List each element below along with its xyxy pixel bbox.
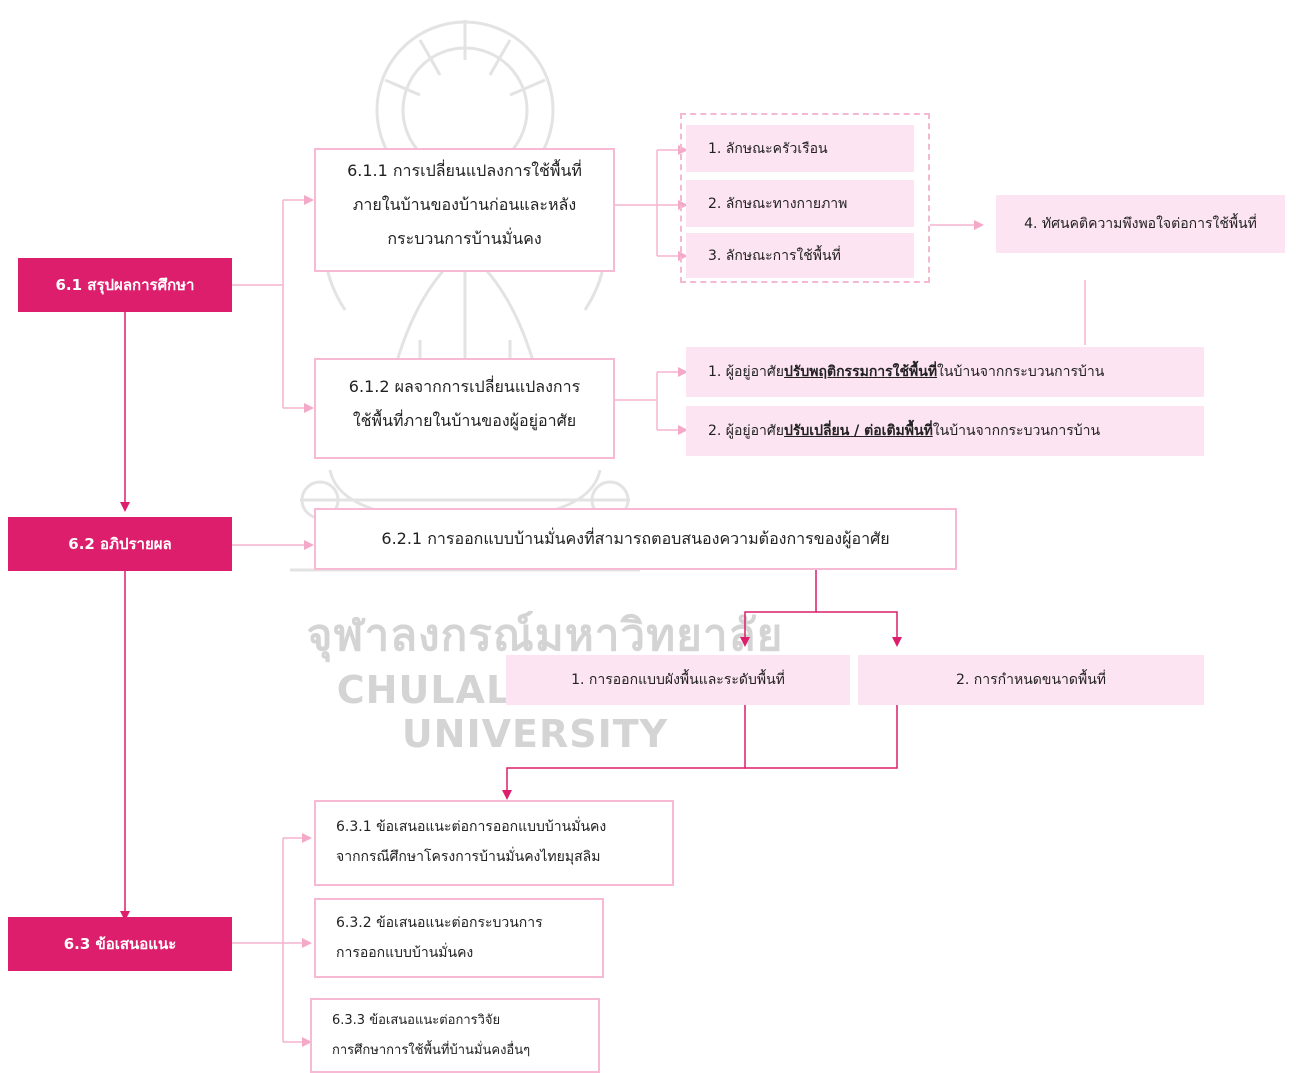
- result-extension-post: ในบ้านจากกระบวนการบ้าน: [932, 423, 1101, 439]
- box-6-2-1-label: 6.2.1 การออกแบบบ้านมั่นคงที่สามารถตอบสนอ…: [381, 529, 890, 548]
- attitude-label: 4. ทัศนคติความพึงพอใจต่อการใช้พื้นที่: [1024, 216, 1257, 232]
- watermark-thai-text: จุฬาลงกรณ์มหาวิทยาลัย: [306, 610, 784, 661]
- factors-group-frame: [680, 113, 930, 283]
- box-6-3-2-line1: 6.3.2 ข้อเสนอแนะต่อกระบวนการ: [336, 915, 543, 931]
- box-6-1-2: 6.1.2 ผลจากการเปลี่ยนแปลงการ ใช้พื้นที่ภ…: [314, 358, 615, 459]
- box-6-3-3: 6.3.3 ข้อเสนอแนะต่อการวิจัย การศึกษาการใ…: [310, 998, 600, 1073]
- section-6-2-label: 6.2 อภิปรายผล: [68, 535, 172, 553]
- factor-household: 1. ลักษณะครัวเรือน: [686, 125, 914, 172]
- result-behavior-text: 1. ผู้อยู่อาศัยปรับพฤติกรรมการใช้พื้นที่…: [708, 361, 1104, 383]
- factor-physical-label: 2. ลักษณะทางกายภาพ: [708, 195, 848, 212]
- result-behavior-post: ในบ้านจากกระบวนการบ้าน: [937, 364, 1105, 380]
- box-6-1-1-line1: 6.1.1 การเปลี่ยนแปลงการใช้พื้นที่: [347, 161, 582, 180]
- box-6-3-1: 6.3.1 ข้อเสนอแนะต่อการออกแบบบ้านมั่นคง จ…: [314, 800, 674, 886]
- result-behavior-emphasis: ปรับพฤติกรรมการใช้พื้นที่: [783, 364, 938, 380]
- box-6-3-2: 6.3.2 ข้อเสนอแนะต่อกระบวนการ การออกแบบบ้…: [314, 898, 604, 978]
- result-behavior: 1. ผู้อยู่อาศัยปรับพฤติกรรมการใช้พื้นที่…: [686, 347, 1204, 397]
- box-6-1-1-line2: ภายในบ้านของบ้านก่อนและหลัง: [352, 195, 577, 214]
- result-behavior-pre: 1. ผู้อยู่อาศัย: [708, 364, 784, 380]
- section-6-3-label: 6.3 ข้อเสนอแนะ: [63, 935, 177, 953]
- result-extension: 2. ผู้อยู่อาศัยปรับเปลี่ยน / ต่อเติมพื้น…: [686, 406, 1204, 456]
- result-extension-text: 2. ผู้อยู่อาศัยปรับเปลี่ยน / ต่อเติมพื้น…: [708, 420, 1100, 442]
- section-6-1-label: 6.1 สรุปผลการศึกษา: [55, 276, 195, 294]
- factor-physical: 2. ลักษณะทางกายภาพ: [686, 180, 914, 227]
- box-6-2-1: 6.2.1 การออกแบบบ้านมั่นคงที่สามารถตอบสนอ…: [314, 508, 957, 570]
- box-6-3-2-line2: การออกแบบบ้านมั่นคง: [336, 945, 474, 961]
- box-6-3-3-line2: การศึกษาการใช้พื้นที่บ้านมั่นคงอื่นๆ: [332, 1043, 531, 1058]
- attitude-box: 4. ทัศนคติความพึงพอใจต่อการใช้พื้นที่: [996, 195, 1285, 253]
- item-floor-plan-label: 1. การออกแบบผังพื้นและระดับพื้นที่: [571, 672, 785, 688]
- result-extension-emphasis: ปรับเปลี่ยน / ต่อเติมพื้นที่: [783, 423, 933, 439]
- box-6-1-1: 6.1.1 การเปลี่ยนแปลงการใช้พื้นที่ ภายในบ…: [314, 148, 615, 272]
- section-6-3-recommendations: 6.3 ข้อเสนอแนะ: [8, 917, 232, 971]
- box-6-3-1-line1: 6.3.1 ข้อเสนอแนะต่อการออกแบบบ้านมั่นคง: [336, 819, 607, 835]
- box-6-3-1-line2: จากกรณีศึกษาโครงการบ้านมั่นคงไทยมุสลิม: [336, 849, 601, 865]
- result-extension-pre: 2. ผู้อยู่อาศัย: [708, 423, 784, 439]
- box-6-1-2-line1: 6.1.2 ผลจากการเปลี่ยนแปลงการ: [348, 377, 581, 396]
- section-6-2-discussion: 6.2 อภิปรายผล: [8, 517, 232, 571]
- factor-space-use-label: 3. ลักษณะการใช้พื้นที่: [708, 247, 841, 264]
- box-6-3-3-line1: 6.3.3 ข้อเสนอแนะต่อการวิจัย: [332, 1013, 501, 1028]
- item-space-size-label: 2. การกำหนดขนาดพื้นที่: [955, 672, 1106, 688]
- box-6-1-1-line3: กระบวนการบ้านมั่นคง: [387, 229, 542, 248]
- section-6-1-summary: 6.1 สรุปผลการศึกษา: [18, 258, 232, 312]
- box-6-1-2-line2: ใช้พื้นที่ภายในบ้านของผู้อยู่อาศัย: [352, 411, 577, 430]
- item-space-size: 2. การกำหนดขนาดพื้นที่: [858, 655, 1204, 705]
- factor-space-use: 3. ลักษณะการใช้พื้นที่: [686, 233, 914, 278]
- factor-household-label: 1. ลักษณะครัวเรือน: [708, 140, 828, 157]
- item-floor-plan: 1. การออกแบบผังพื้นและระดับพื้นที่: [506, 655, 850, 705]
